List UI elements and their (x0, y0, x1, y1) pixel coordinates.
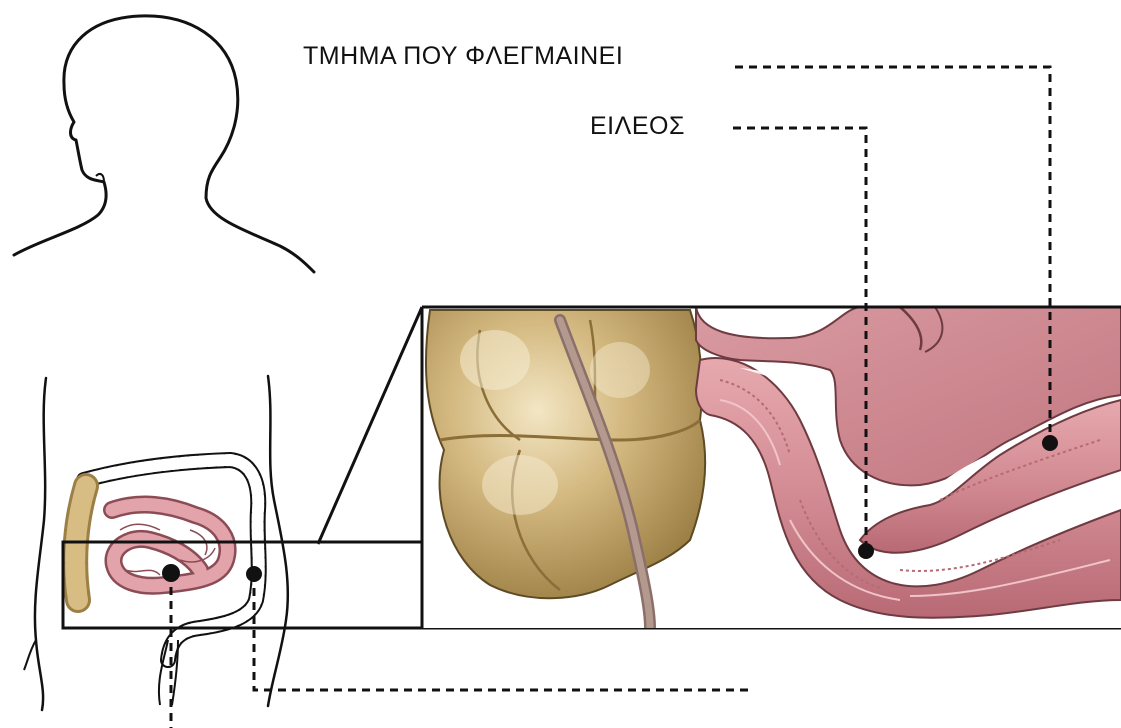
zoom-projection-line (318, 307, 422, 544)
head-silhouette (14, 16, 314, 272)
label-ileum: ΕΙΛΕΟΣ (590, 112, 685, 141)
label-inflamed-segment: ΤΜΗΜΑ ΠΟΥ ΦΛΕΓΜΑΙΝΕΙ (303, 42, 623, 71)
magnified-intestine-section (318, 307, 1121, 628)
marker-dot-ileum (858, 543, 874, 559)
marker-dot-inflamed (1042, 435, 1058, 451)
